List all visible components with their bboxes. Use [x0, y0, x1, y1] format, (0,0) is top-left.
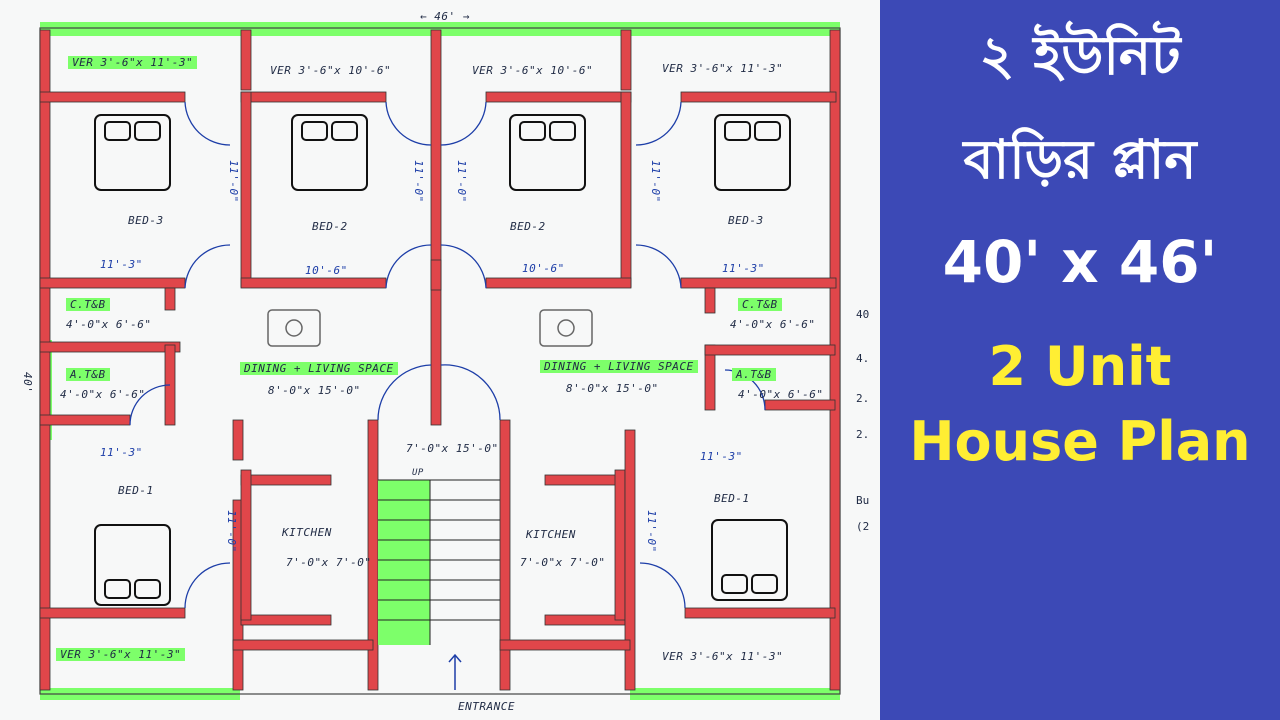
bed1-right-label: BED-1: [714, 492, 750, 505]
bengali-title-line1: ২ ইউনিট: [979, 24, 1181, 87]
ver-top-mid-1: VER 3'-6"x 10'-6": [270, 64, 392, 77]
dining-right-dim: 8'-0"x 15'-0": [566, 382, 659, 395]
edge-note-6: (2: [856, 520, 870, 533]
atb-right-label: A.T&B: [732, 368, 776, 381]
stair-highlight: [378, 480, 430, 645]
overall-depth: 40': [21, 372, 34, 394]
title-panel: ২ ইউনিট বাড়ির প্লান 40' x 46' 2 Unit Ho…: [880, 0, 1280, 720]
edge-note-2: 4.: [856, 352, 870, 365]
dining-left-dim: 8'-0"x 15'-0": [268, 384, 361, 397]
kitchen-left-dim: 7'-0"x 7'-0": [286, 556, 372, 569]
dining-right-label: DINING + LIVING SPACE: [540, 360, 698, 373]
bed-icons: [94, 114, 791, 606]
dining-left-label: DINING + LIVING SPACE: [240, 362, 398, 375]
kitchen-left-label: KITCHEN: [282, 526, 332, 539]
ctb-right-label: C.T&B: [738, 298, 782, 311]
ver-top-mid-2: VER 3'-6"x 10'-6": [472, 64, 594, 77]
bed1-left-height: 11'-0": [225, 510, 238, 553]
door-swings: [129, 101, 766, 609]
walls: [39, 29, 841, 691]
bed2-left-width: 10'-6": [305, 264, 348, 277]
ver-top-left: VER 3'-6"x 11'-3": [68, 56, 198, 69]
ver-bottom-right: VER 3'-6"x 11'-3": [662, 650, 784, 663]
bed2-right-width: 10'-6": [522, 262, 565, 275]
bed3-left-height: 11'-0": [227, 160, 240, 203]
bed1-left-label: BED-1: [118, 484, 154, 497]
ctb-left-dim: 4'-0"x 6'-6": [66, 318, 152, 331]
ver-bottom-left: VER 3'-6"x 11'-3": [56, 648, 186, 661]
bed2-left-label: BED-2: [312, 220, 348, 233]
stair-up: UP: [412, 468, 424, 478]
kitchen-right-dim: 7'-0"x 7'-0": [520, 556, 606, 569]
bed3-right-height: 11'-0": [649, 160, 662, 203]
stair-treads: [378, 479, 500, 645]
bed1-left-width: 11'-3": [100, 446, 143, 459]
ver-top-right: VER 3'-6"x 11'-3": [662, 62, 784, 75]
english-title-line2: House Plan: [909, 410, 1251, 473]
edge-note-3: 2.: [856, 392, 870, 405]
atb-left-dim: 4'-0"x 6'-6": [60, 388, 146, 401]
bengali-title-line2: বাড়ির প্লান: [963, 128, 1197, 191]
atb-left-label: A.T&B: [66, 368, 110, 381]
bed2-right-height: 11'-0": [455, 160, 468, 203]
atb-right-dim: 4'-0"x 6'-6": [738, 388, 824, 401]
plan-dimensions: 40' x 46': [942, 228, 1218, 296]
bed3-left-label: BED-3: [128, 214, 164, 227]
stair-dim: 7'-0"x 15'-0": [406, 442, 499, 455]
kitchen-right-label: KITCHEN: [526, 528, 576, 541]
entrance-arrow: [448, 653, 462, 690]
entrance-label: ENTRANCE: [458, 700, 515, 713]
bed2-right-label: BED-2: [510, 220, 546, 233]
ctb-left-label: C.T&B: [66, 298, 110, 311]
bed1-right-width: 11'-3": [700, 450, 743, 463]
edge-note-1: 40: [856, 308, 870, 321]
bed2-left-height: 11'-0": [412, 160, 425, 203]
bed3-left-width: 11'-3": [100, 258, 143, 271]
english-title-line1: 2 Unit: [988, 335, 1172, 398]
edge-note-5: Bu: [856, 494, 870, 507]
dining-tables: [267, 309, 593, 347]
bed3-right-width: 11'-3": [722, 262, 765, 275]
floor-plan-svg: [39, 22, 841, 700]
floor-plan-drawing: ← 46' → VER 3'-6"x 11'-3" VER 3'-6"x 10'…: [21, 10, 870, 713]
bed1-right-height: 11'-0": [645, 510, 658, 553]
top-verandah-strip: [40, 22, 840, 36]
edge-note-4: 2.: [856, 428, 870, 441]
bed3-right-label: BED-3: [728, 214, 764, 227]
ctb-right-dim: 4'-0"x 6'-6": [730, 318, 816, 331]
overall-width: ← 46' →: [420, 10, 470, 23]
